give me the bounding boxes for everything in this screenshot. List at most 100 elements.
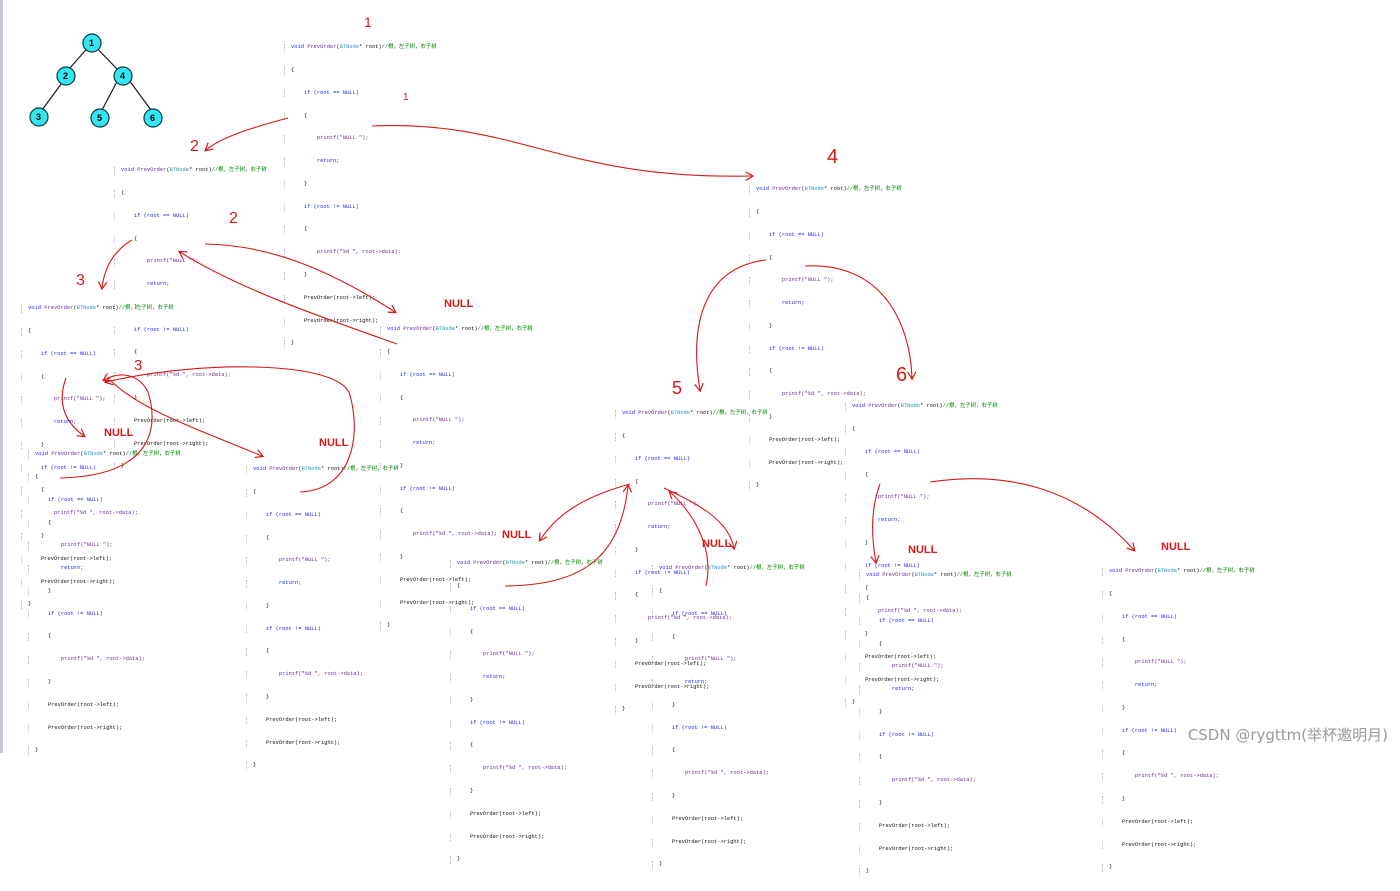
code-line: {	[859, 640, 1012, 649]
prevorder-code-snippet: void PrevOrder(BTNode* root)//根，左子树，右子树 …	[21, 290, 174, 624]
code-line: if (root != NULL)	[21, 464, 174, 473]
code-line: return;	[114, 281, 267, 289]
code-line: {	[749, 254, 902, 263]
code-line: PrevOrder(root->right);	[859, 845, 1012, 854]
code-line: if (root != NULL)	[114, 326, 267, 335]
code-line: printf("NULL ");	[28, 542, 181, 550]
prevorder-code-snippet: void PrevOrder(BTNode* root)//根，左子树，右子树 …	[246, 451, 399, 785]
code-line: printf("%d ", root->data);	[859, 777, 1012, 785]
code-line: {	[28, 473, 181, 482]
code-line: PrevOrder(root->left);	[615, 660, 768, 669]
code-line: {	[859, 594, 1012, 603]
svg-text:1: 1	[89, 38, 94, 48]
code-line: }	[380, 554, 533, 562]
code-line: return;	[246, 580, 399, 588]
code-line: printf("NULL ");	[652, 656, 805, 664]
code-line: PrevOrder(root->left);	[114, 417, 267, 426]
code-line: return;	[284, 158, 437, 166]
arrow-3-to-null-left	[61, 377, 84, 436]
code-line: PrevOrder(root->right);	[1102, 841, 1255, 850]
code-line: }	[28, 587, 181, 596]
code-line: {	[450, 582, 603, 591]
code-line: {	[652, 633, 805, 642]
code-line-signature: void PrevOrder(BTNode* root)//根，左子树，右子树	[615, 410, 768, 418]
code-line-signature: void PrevOrder(BTNode* root)//根，左子树，右子树	[749, 186, 902, 194]
code-line: {	[28, 633, 181, 642]
code-line: printf("%d ", root->data);	[28, 656, 181, 664]
code-line: PrevOrder(root->right);	[749, 459, 902, 468]
handwritten-step-1: 1	[364, 14, 372, 30]
code-line: printf("NULL ");	[284, 135, 437, 143]
null-label: NULL	[502, 529, 532, 541]
arrow-4-to-6	[804, 265, 912, 378]
handwritten-step-4: 4	[827, 146, 839, 168]
code-line: if (root == NULL)	[246, 511, 399, 520]
code-line: {	[859, 754, 1012, 763]
code-line: }	[28, 679, 181, 687]
code-line: printf("NULL ");	[859, 663, 1012, 671]
tree-node-2: 2	[56, 66, 76, 86]
code-line: return;	[749, 300, 902, 308]
code-line: {	[284, 226, 437, 235]
null-label: NULL	[908, 544, 938, 556]
handwritten-step-6: 6	[896, 364, 908, 386]
code-line: if (root != NULL)	[845, 562, 998, 571]
code-line: if (root == NULL)	[380, 371, 533, 380]
code-line: PrevOrder(root->left);	[749, 436, 902, 445]
code-line: {	[114, 349, 267, 358]
code-line: {	[246, 648, 399, 657]
code-line: PrevOrder(root->left);	[21, 555, 174, 564]
svg-text:6: 6	[150, 113, 155, 123]
code-line: }	[28, 747, 181, 755]
code-line: {	[845, 425, 998, 434]
code-line: if (root != NULL)	[246, 625, 399, 634]
prevorder-code-snippet: void PrevOrder(BTNode* root)//根，左子树，右子树 …	[749, 171, 902, 505]
code-line: {	[1102, 590, 1255, 599]
tree-node-5: 5	[90, 108, 110, 128]
code-line: }	[859, 800, 1012, 808]
code-line: return;	[652, 679, 805, 687]
tree-node-1: 1	[82, 33, 102, 53]
code-line: if (root == NULL)	[859, 617, 1012, 626]
code-line: }	[450, 856, 603, 864]
arrow-6-to-null-right	[929, 478, 1134, 550]
code-line: {	[615, 592, 768, 601]
code-line: printf("%d ", root->data);	[1102, 773, 1255, 781]
arrow-4-to-5	[697, 259, 767, 390]
code-line: if (root == NULL)	[21, 350, 174, 359]
code-line: {	[21, 327, 174, 336]
code-line: }	[1102, 704, 1255, 713]
code-line: PrevOrder(root->right);	[380, 599, 533, 608]
code-line: return;	[845, 517, 998, 525]
code-line: return;	[450, 674, 603, 682]
arrow-1-to-4	[371, 125, 752, 177]
handwritten-mark-1: 1	[403, 92, 409, 103]
code-line: if (root == NULL)	[1102, 613, 1255, 622]
code-line: }	[749, 322, 902, 331]
code-line: }	[246, 762, 399, 770]
code-line: {	[380, 394, 533, 403]
code-line: PrevOrder(root->right);	[284, 317, 437, 326]
code-line: }	[845, 699, 998, 707]
code-line: printf("NULL ");	[845, 494, 998, 502]
code-line: printf("NULL ");	[21, 396, 174, 404]
code-line: }	[652, 793, 805, 801]
code-line: {	[246, 488, 399, 497]
code-line: {	[652, 747, 805, 756]
code-line: PrevOrder(root->left);	[652, 815, 805, 824]
handwritten-mark-3: 3	[134, 357, 143, 374]
arrow-null-return-2	[180, 252, 398, 345]
arrow-null-5-return	[504, 486, 628, 587]
code-line: }	[284, 180, 437, 189]
svg-text:5: 5	[97, 113, 102, 123]
arrow-2-to-null	[204, 243, 395, 312]
code-line: {	[114, 189, 267, 198]
code-line: {	[28, 519, 181, 528]
code-line: }	[246, 694, 399, 702]
code-line: if (root == NULL)	[284, 89, 437, 98]
code-line: }	[845, 631, 998, 639]
code-line: }	[450, 788, 603, 796]
code-line: return;	[1102, 682, 1255, 690]
code-line: }	[114, 395, 267, 403]
csdn-watermark: CSDN @rygttm(举杯邀明月)	[1187, 726, 1388, 744]
